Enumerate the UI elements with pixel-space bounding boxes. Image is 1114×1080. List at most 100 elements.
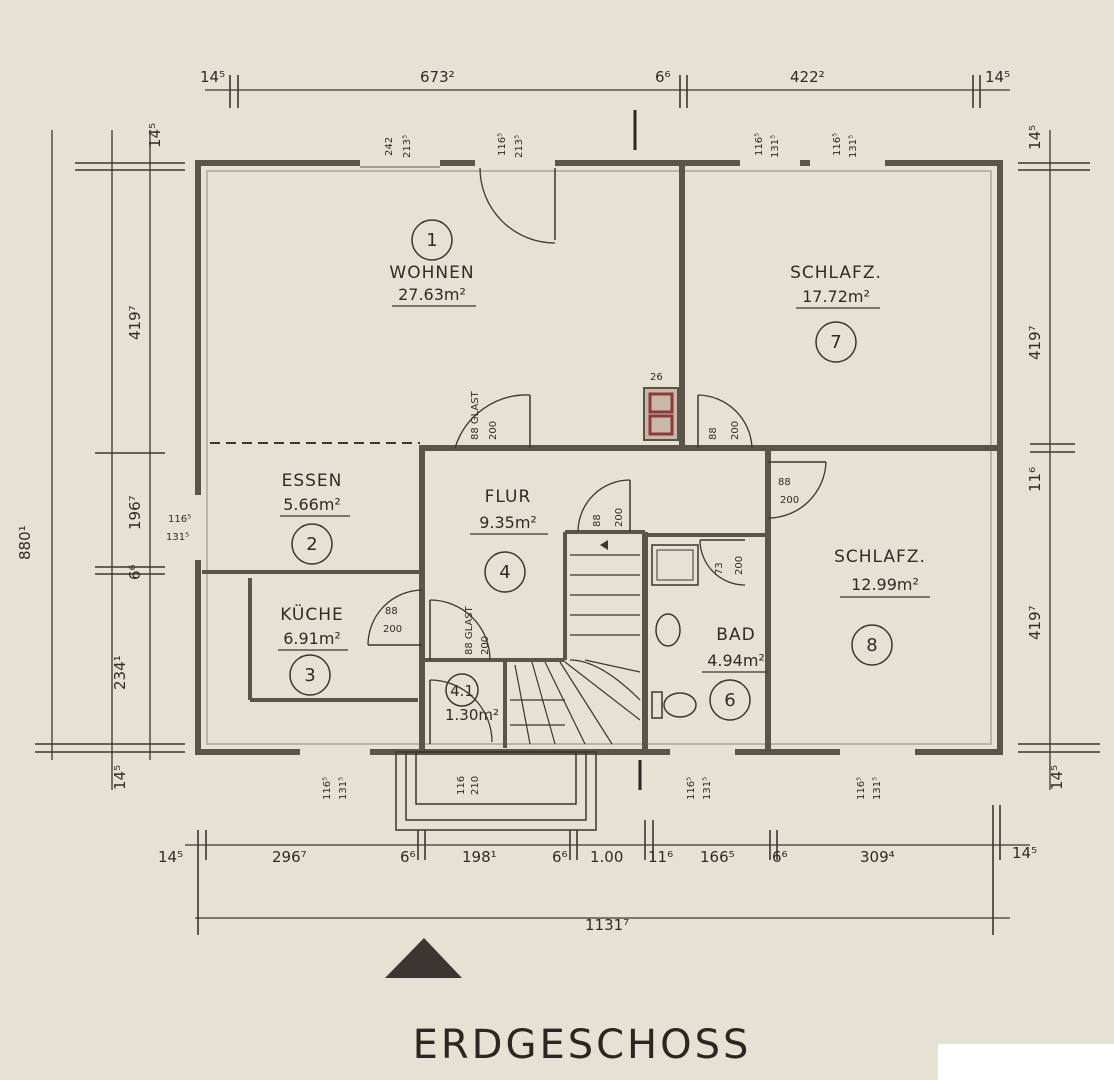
exterior-walls — [195, 160, 1003, 755]
win-label-5a: 116⁵ — [168, 514, 191, 525]
dim-left-2: 419⁷ — [126, 305, 144, 340]
room-number-2: 2 — [306, 534, 317, 555]
win-label-2b: 213⁵ — [514, 135, 525, 158]
dim-left-5: 234¹ — [111, 655, 129, 690]
win-label-1b: 213⁵ — [402, 135, 413, 158]
dim-top-5: 14⁵ — [985, 68, 1010, 86]
room-schlafz-7: SCHLAFZ. 17.72m² 7 — [790, 263, 882, 363]
door-flur-width: 88 — [592, 514, 603, 527]
room-name-schlafz-8: SCHLAFZ. — [834, 547, 926, 567]
room-name-wohnen: WOHNEN — [389, 263, 474, 283]
win-label-6b: 131⁵ — [338, 777, 349, 800]
door-schlafz7-height: 200 — [730, 421, 741, 440]
win-label-6a: 116⁵ — [322, 777, 333, 800]
door-wohnen-height: 200 — [488, 421, 499, 440]
room-number-8: 8 — [866, 635, 877, 656]
door-bad-width: 73 — [714, 562, 725, 575]
win-label-3a: 116⁵ — [754, 133, 765, 156]
dim-right-5: 14⁵ — [1048, 765, 1066, 790]
interior-walls — [202, 165, 999, 751]
dim-bottom-5: 6⁶ — [552, 848, 568, 866]
dim-bottom-total: 1131⁷ — [585, 916, 629, 934]
room-bad: BAD 4.94m² 6 — [702, 625, 768, 721]
left-dimension-lines: 880¹ 14⁵ 419⁷ 196⁷ 6⁶ 234¹ 14⁵ — [16, 123, 185, 790]
win-label-7a: 116⁵ — [686, 777, 697, 800]
room-name-kueche: KÜCHE — [280, 603, 344, 625]
dim-top-1: 14⁵ — [200, 68, 225, 86]
entrance-porch: 116 210 — [395, 751, 597, 831]
room-number-1: 1 — [426, 230, 437, 251]
door-windfang-height: 200 — [480, 636, 491, 655]
chimney-label: 26 — [650, 372, 663, 383]
room-number-6: 6 — [724, 690, 735, 711]
dim-bottom-1: 14⁵ — [158, 848, 183, 866]
dim-bottom-3: 6⁶ — [400, 848, 416, 866]
entrance-width: 116 — [456, 776, 467, 795]
axis-markers — [633, 110, 642, 790]
dim-bottom-2: 296⁷ — [272, 848, 307, 866]
door-wohnen-width: 88 GLAST — [470, 390, 481, 440]
dim-right-2: 419⁷ — [1026, 325, 1044, 360]
door-schlafz8-width: 88 — [778, 477, 791, 488]
room-wohnen: 1 WOHNEN 27.63m² — [389, 219, 476, 307]
dim-bottom-4: 198¹ — [462, 848, 497, 866]
orientation-triangle-icon — [385, 938, 462, 978]
room-number-7: 7 — [830, 332, 841, 353]
dim-top-4: 422² — [790, 68, 825, 86]
door-schlafz7-width: 88 — [708, 427, 719, 440]
room-windfang: 4.1 1.30m² — [445, 673, 499, 724]
windows — [194, 159, 915, 756]
win-label-7b: 131⁵ — [702, 777, 713, 800]
dim-right-4: 419⁷ — [1026, 605, 1044, 640]
dim-left-1: 14⁵ — [146, 123, 164, 148]
window-labels: 242 213⁵ 116⁵ 213⁵ 116⁵ 131⁵ 116⁵ 131⁵ 1… — [166, 133, 883, 800]
room-area-flur: 9.35m² — [479, 513, 537, 532]
dim-bottom-11: 14⁵ — [1012, 844, 1037, 862]
dim-left-3: 196⁷ — [126, 495, 144, 530]
room-area-schlafz-7: 17.72m² — [802, 287, 870, 306]
entrance-height: 210 — [470, 776, 481, 795]
dim-bottom-8: 166⁵ — [700, 848, 735, 866]
dim-right-3: 11⁶ — [1026, 467, 1044, 492]
win-label-2a: 116⁵ — [497, 133, 508, 156]
door-flur-height: 200 — [614, 508, 625, 527]
dim-right-1: 14⁵ — [1026, 125, 1044, 150]
win-label-8b: 131⁵ — [872, 777, 883, 800]
room-area-essen: 5.66m² — [283, 495, 341, 514]
room-area-kueche: 6.91m² — [283, 629, 341, 648]
dim-bottom-7: 11⁶ — [648, 848, 673, 866]
room-flur: FLUR 9.35m² 4 — [470, 487, 548, 593]
room-area-windfang: 1.30m² — [445, 706, 499, 724]
win-label-3b: 131⁵ — [770, 135, 781, 158]
plan-title: ERDGESCHOSS — [413, 1022, 752, 1068]
dim-bottom-10: 309⁴ — [860, 848, 895, 866]
room-kueche: KÜCHE 6.91m² 3 — [278, 603, 348, 696]
win-label-4b: 131⁵ — [848, 135, 859, 158]
room-name-flur: FLUR — [485, 487, 532, 507]
win-label-5b: 131⁵ — [166, 532, 189, 543]
room-name-schlafz-7: SCHLAFZ. — [790, 263, 882, 283]
room-essen: ESSEN 5.66m² 2 — [280, 471, 350, 565]
dim-left-overall: 880¹ — [16, 525, 34, 560]
room-name-essen: ESSEN — [282, 471, 343, 491]
doors: 88 GLAST 200 88 200 88 200 88 200 73 200… — [367, 167, 827, 744]
dim-bottom-6: 1.00 — [590, 848, 623, 866]
win-label-8a: 116⁵ — [856, 777, 867, 800]
door-kueche-height: 200 — [383, 624, 402, 635]
bathroom-fixtures — [651, 544, 699, 719]
chimney: 26 — [643, 372, 679, 441]
bottom-dimension-lines: 14⁵ 296⁷ 6⁶ 198¹ 6⁶ 1.00 11⁶ 166⁵ 6⁶ 309… — [158, 805, 1037, 935]
dim-left-4: 6⁶ — [126, 564, 144, 580]
dim-bottom-9: 6⁶ — [772, 848, 788, 866]
win-label-4a: 116⁵ — [832, 133, 843, 156]
win-label-1a: 242 — [384, 137, 395, 156]
corner-patch — [938, 1044, 1114, 1080]
door-windfang-width: 88 GLAST — [464, 605, 475, 655]
right-dimension-lines: 14⁵ 419⁷ 11⁶ 419⁷ 14⁵ — [1018, 125, 1100, 790]
door-kueche-width: 88 — [385, 606, 398, 617]
top-dimension-line: 14⁵ 673² 6⁶ 422² 14⁵ — [200, 68, 1010, 108]
room-area-bad: 4.94m² — [707, 651, 765, 670]
staircase — [510, 540, 641, 745]
